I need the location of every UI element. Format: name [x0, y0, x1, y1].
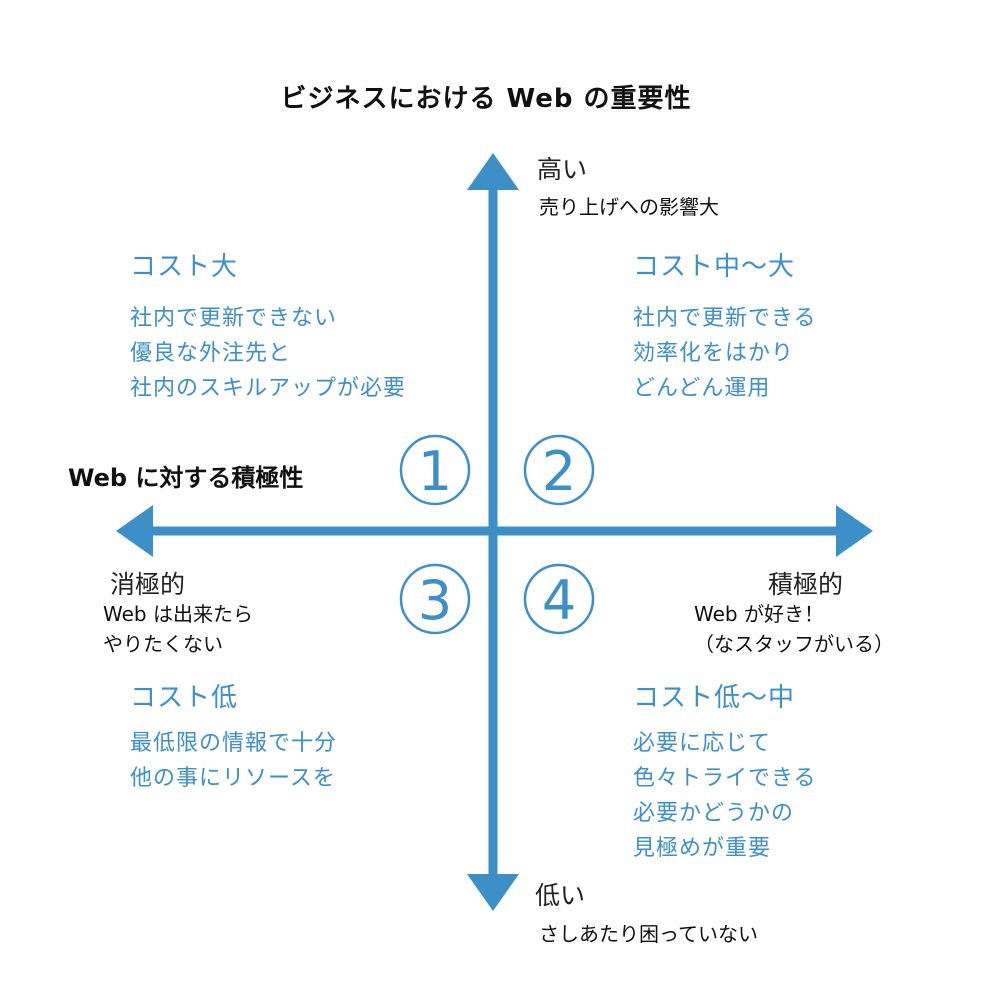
quadrant-2-number: 2	[542, 440, 576, 503]
quadrant-4-list: 必要に応じて 色々トライできる 必要かどうかの 見極めが重要	[633, 726, 817, 866]
quadrant-2-list: 社内で更新できる 効率化をはかり どんどん運用	[633, 301, 817, 406]
quadrant-4-marker: 4	[523, 563, 595, 635]
horizontal-axis-left-arrow	[116, 505, 153, 557]
list-item: 社内で更新できない	[130, 306, 338, 331]
list-item: 色々トライできる	[633, 766, 817, 791]
quadrant-2: コスト中〜大 社内で更新できる 効率化をはかり どんどん運用	[633, 246, 817, 406]
axis-bottom-sublabel: さしあたり困っていない	[539, 922, 758, 946]
axis-right-label: 積極的	[768, 570, 844, 599]
quadrant-3-list: 最低限の情報で十分 他の事にリソースを	[130, 726, 337, 796]
list-item: 最低限の情報で十分	[130, 731, 338, 756]
diagram-title: ビジネスにおける Web の重要性	[280, 84, 692, 114]
axis-top-sublabel: 売り上げへの影響大	[539, 195, 719, 219]
axis-top-label: 高い	[537, 155, 588, 184]
quadrant-3-heading: コスト低	[130, 683, 239, 713]
list-item: 他の事にリソースを	[130, 766, 336, 791]
quadrant-1-marker: 1	[399, 434, 471, 506]
quadrant-1: コスト大 社内で更新できない 優良な外注先と 社内のスキルアップが必要	[130, 246, 406, 406]
axis-bottom-label: 低い	[535, 881, 586, 910]
list-item: 必要に応じて	[633, 731, 772, 756]
list-item: どんどん運用	[633, 376, 771, 401]
y-axis-title: Web に対する積極性	[68, 464, 304, 492]
quadrant-4-number: 4	[542, 569, 576, 632]
axis-left-sublabel-2: やりたくない	[103, 632, 223, 656]
quadrant-1-list: 社内で更新できない 優良な外注先と 社内のスキルアップが必要	[130, 301, 406, 406]
list-item: 効率化をはかり	[633, 341, 795, 366]
quadrant-3-number: 3	[418, 569, 452, 632]
vertical-axis-down-arrow	[467, 874, 519, 911]
quadrant-2-heading: コスト中〜大	[633, 252, 796, 282]
axis-left-label: 消極的	[110, 570, 186, 599]
quadrant-2-marker: 2	[523, 434, 595, 506]
quadrant-1-heading: コスト大	[130, 252, 239, 282]
axis-right-sublabel-2: （なスタッフがいる）	[694, 632, 894, 656]
quadrant-4: コスト低〜中 必要に応じて 色々トライできる 必要かどうかの 見極めが重要	[633, 677, 817, 866]
quadrant-1-number: 1	[418, 440, 452, 503]
list-item: 社内のスキルアップが必要	[130, 376, 407, 401]
quadrant-4-heading: コスト低〜中	[633, 683, 796, 713]
list-item: 必要かどうかの	[633, 801, 795, 826]
axis-left-sublabel-1: Web は出来たら	[103, 602, 253, 626]
quadrant-3-marker: 3	[399, 563, 471, 635]
horizontal-axis-right-arrow	[836, 505, 873, 557]
vertical-axis-up-arrow	[467, 153, 519, 190]
axis-right-sublabel-1: Web が好き！	[694, 602, 824, 626]
list-item: 見極めが重要	[633, 836, 772, 861]
quadrant-3: コスト低 最低限の情報で十分 他の事にリソースを	[130, 677, 337, 796]
list-item: 優良な外注先と	[130, 341, 292, 366]
list-item: 社内で更新できる	[633, 306, 817, 331]
